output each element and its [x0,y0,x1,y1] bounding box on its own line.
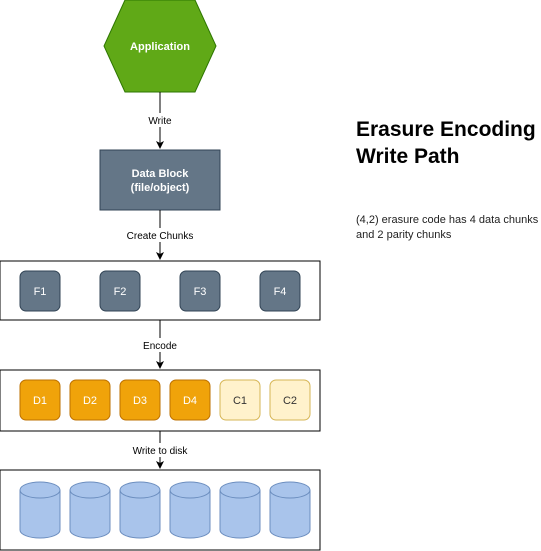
file-chunk: F4 [259,270,301,312]
disk-top [69,481,111,499]
disk-body [19,490,61,539]
parity-chunk-label: C1 [233,395,247,407]
file-chunk-label: F3 [194,286,207,298]
disk-body [219,490,261,539]
edge-label-encode: Encode [143,341,177,352]
disk-top [119,481,161,499]
edge-label-create-chunks: Create Chunks [127,231,194,242]
data-chunk-label: D4 [183,395,197,407]
disk-icon [169,481,211,539]
parity-chunk: C2 [269,379,311,421]
parity-chunk-label: C2 [283,395,297,407]
data-chunk: D4 [169,379,211,421]
disk-top [19,481,61,499]
disk-body [269,490,311,539]
file-chunk-box [259,270,301,312]
disk-body [119,490,161,539]
data-chunk: D3 [119,379,161,421]
disk-body [69,490,111,539]
file-chunk: F2 [99,270,141,312]
file-chunk-label: F2 [114,286,127,298]
data-chunk-label: D2 [83,395,97,407]
encoded-chunks-group: D1 D2 D3 D4 C1 C2 [19,379,311,421]
file-chunk-label: F4 [274,286,287,298]
disk-icon [119,481,161,539]
file-chunk-box [19,270,61,312]
file-chunk: F1 [19,270,61,312]
file-chunk: F3 [179,270,221,312]
edge-label-bg [124,443,196,457]
disk-icon [269,481,311,539]
edge-label-write: Write [148,116,172,127]
data-chunk-label: D3 [133,395,147,407]
data-chunk-box [169,379,211,421]
edge-label-write-to-disk: Write to disk [133,446,189,457]
edge-label-bg [140,113,180,127]
disk-top [169,481,211,499]
application-node [103,0,217,93]
diagram-title: Erasure Encoding Write Path [356,118,536,168]
parity-chunk-box [269,379,311,421]
disk-icon [69,481,111,539]
data-chunk-box [19,379,61,421]
file-chunk-label: F1 [34,286,47,298]
data-chunk: D2 [69,379,111,421]
file-chunk-box [99,270,141,312]
data-chunk-box [69,379,111,421]
data-chunk-label: D1 [33,395,47,407]
application-label: Application [130,41,190,53]
file-chunk-box [179,270,221,312]
parity-chunk-box [219,379,261,421]
disk-icon [19,481,61,539]
data-block-node [99,149,221,211]
data-block-sublabel: (file/object) [131,182,190,194]
disks-group [19,481,311,539]
edge-label-bg [136,338,184,352]
disk-icon [219,481,261,539]
data-chunk: D1 [19,379,61,421]
disk-top [269,481,311,499]
file-chunks-group: F1 F2 F3 F4 [19,270,301,312]
parity-chunk: C1 [219,379,261,421]
disk-body [169,490,211,539]
diagram-note: (4,2) erasure code has 4 data chunks and… [356,214,539,241]
edge-label-bg [118,228,202,242]
data-chunk-box [119,379,161,421]
disk-top [219,481,261,499]
data-block-label: Data Block [132,168,190,180]
